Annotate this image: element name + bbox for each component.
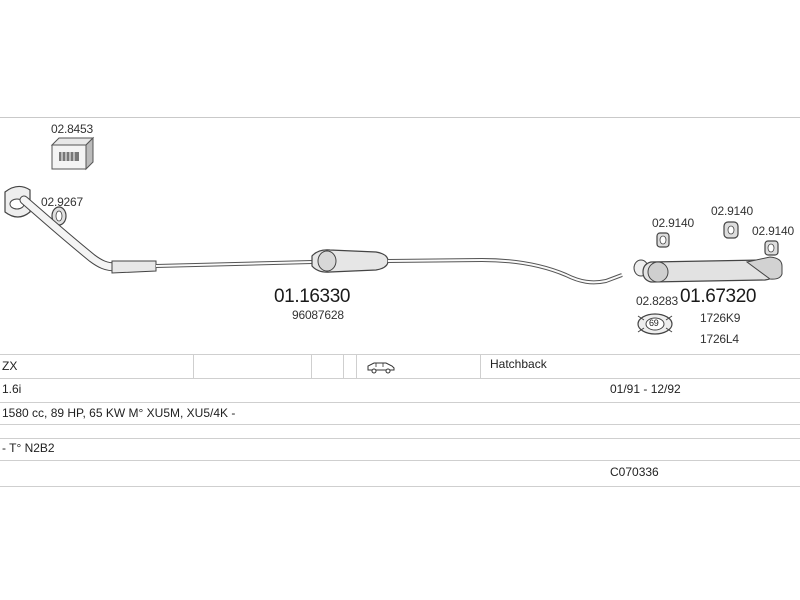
rubber-mount-2-icon[interactable] [723,221,739,239]
spec-cell: 1580 cc, 89 HP, 65 KW M° XU5M, XU5/4K - [2,406,236,420]
rubber-mount-2-number: 02.9140 [711,204,753,218]
table-row-spec [0,402,800,403]
front-flange-icon[interactable] [4,185,31,218]
table-row-model [0,354,800,355]
exhaust-diagram [4,136,783,335]
centre-pipe[interactable] [155,249,623,285]
hatchback-car-icon [367,362,395,374]
diagram-top-border [0,117,800,118]
table-row-separator [0,424,800,425]
clamp-badge: 69 [649,318,659,328]
catalog-code-cell: C070336 [610,465,659,479]
table-row-engine [0,378,800,379]
engine-cell: 1.6i [2,382,22,396]
rear-oe-number-2: 1726L4 [700,332,739,346]
gasket-number: 02.9267 [41,195,83,209]
rubber-mount-3-number: 02.9140 [752,224,794,238]
model-cell: ZX [2,359,18,373]
rear-silencer-number: 01.67320 [680,286,757,307]
mounting-kit-number: 02.8453 [51,122,93,136]
rear-silencer[interactable] [633,256,783,283]
body-type-cell: Hatchback [490,357,547,371]
table-row-catalog [0,460,800,461]
period-cell: 01/91 - 12/92 [610,382,681,396]
rubber-mount-1-icon[interactable] [656,232,670,248]
mounting-kit-box-icon[interactable] [50,136,95,171]
clamp-number: 02.8283 [636,294,678,308]
table-row-type [0,438,800,439]
centre-pipe-number: 01.16330 [274,286,351,307]
front-pipe[interactable] [19,195,157,274]
centre-pipe-oe-number: 96087628 [292,308,344,322]
rear-oe-number-1: 1726K9 [700,311,741,325]
table-bottom-border [0,486,800,487]
rubber-mount-1-number: 02.9140 [652,216,694,230]
clamp-icon[interactable] [637,313,673,335]
rubber-mount-3-icon[interactable] [764,240,779,256]
type-code-cell: - T° N2B2 [2,441,55,455]
